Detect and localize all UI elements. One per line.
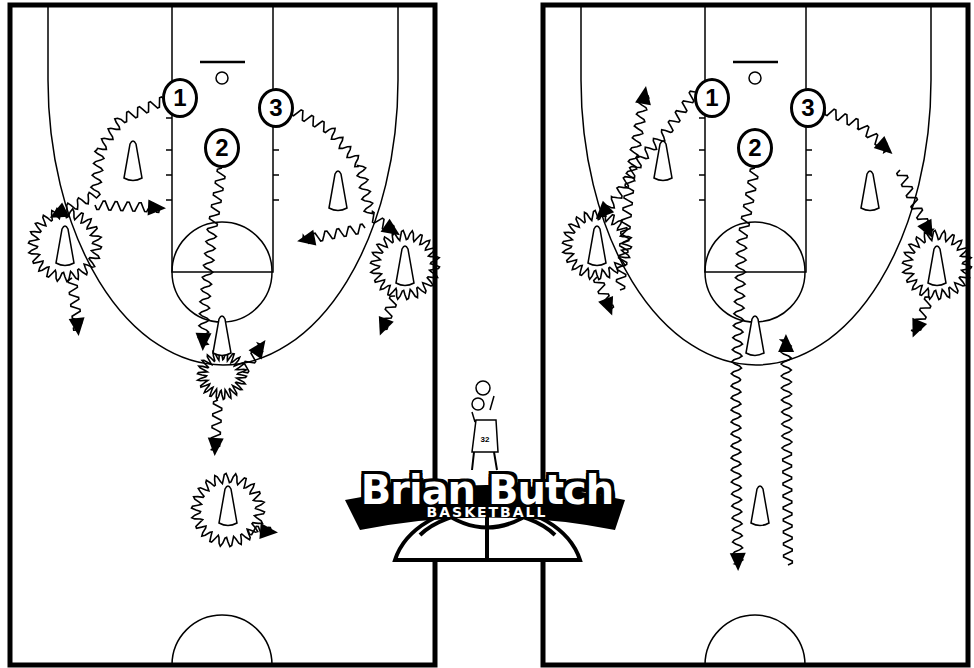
- player-number: 3: [269, 96, 282, 120]
- player-circle: 3: [258, 88, 294, 128]
- player-number: 2: [748, 136, 761, 160]
- dribble-circle: [192, 474, 265, 547]
- dribble-path: [781, 340, 792, 565]
- cone: [124, 141, 142, 181]
- cone: [56, 226, 74, 266]
- player-number: 2: [215, 136, 228, 160]
- dribble-circle: [29, 209, 102, 282]
- player-circle: 1: [694, 78, 730, 118]
- cone: [861, 171, 879, 211]
- arrowhead: [196, 333, 212, 351]
- arrowhead: [259, 523, 278, 539]
- arrowhead: [148, 199, 166, 215]
- logo-banner-text: BASKETBALL: [427, 504, 548, 520]
- cone: [751, 486, 769, 526]
- player-circle: 1: [162, 78, 198, 118]
- arrowhead: [69, 317, 85, 336]
- arrowhead: [912, 318, 927, 338]
- arrowhead: [730, 553, 746, 571]
- logo-art: [345, 381, 625, 560]
- dribble-path: [616, 92, 648, 290]
- dribble-circle: [903, 231, 972, 300]
- cone: [588, 226, 606, 266]
- jersey-number: 32: [481, 435, 490, 444]
- dribble-circle: [198, 351, 247, 400]
- player-number: 1: [705, 86, 718, 110]
- arrowhead: [379, 316, 394, 336]
- cone: [219, 486, 237, 526]
- dribble-path: [292, 110, 395, 236]
- arrowhead: [635, 86, 651, 105]
- player-number: 1: [173, 86, 186, 110]
- dribble-circle: [371, 231, 440, 300]
- cone: [213, 316, 231, 356]
- cone: [746, 316, 764, 356]
- player-number: 3: [801, 96, 814, 120]
- player-circle: 2: [204, 128, 240, 168]
- cone: [329, 171, 347, 211]
- arrowhead: [598, 296, 613, 316]
- half-court: [10, 5, 435, 665]
- cone: [928, 246, 946, 286]
- player-circle: 3: [790, 88, 826, 128]
- arrowhead: [208, 438, 224, 456]
- dribble-path: [55, 97, 165, 216]
- half-court: [543, 5, 968, 665]
- arrowhead: [778, 334, 794, 352]
- arrowhead: [297, 230, 316, 246]
- cone: [654, 141, 672, 181]
- cone: [396, 246, 414, 286]
- arrowhead: [874, 136, 893, 154]
- arrowhead: [249, 340, 266, 359]
- arrowhead: [381, 219, 400, 236]
- player-circle: 2: [737, 128, 773, 168]
